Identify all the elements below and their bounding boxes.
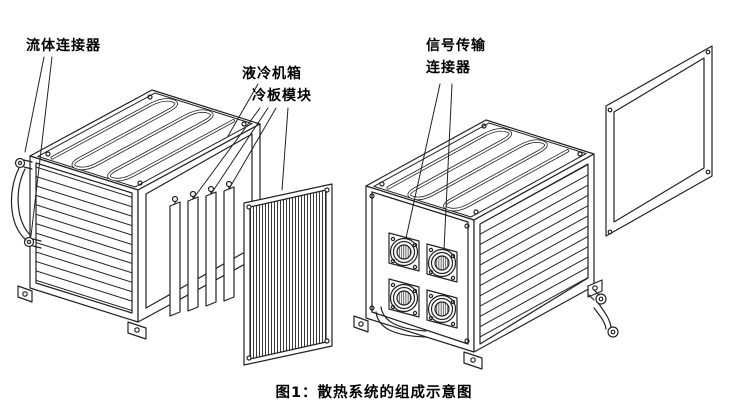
leader-chassis: [227, 83, 259, 137]
signal-connector-label: 信号传输 连接器: [426, 38, 486, 76]
serpentine-coil-right: [374, 123, 586, 217]
screw-icon: [147, 94, 153, 100]
leader-lines: [24, 56, 453, 251]
circular-connector: [388, 278, 420, 318]
circular-connector: [426, 289, 458, 329]
leader-cold-plate-4: [281, 107, 289, 191]
coolant-tube-right: [375, 306, 427, 338]
chassis-label: 液冷机箱: [242, 66, 302, 82]
serpentine-coil-left: [38, 93, 252, 187]
cold-plate: [169, 195, 181, 317]
coolant-tube: [10, 167, 27, 241]
leader-fluid-connector-1: [24, 56, 45, 153]
screw-icon: [45, 151, 51, 157]
cold-plate-label: 冷板模块: [252, 88, 312, 104]
cold-plate: [205, 185, 217, 307]
leader-cold-plate-3: [228, 107, 277, 190]
rear-cover-panel: [605, 45, 713, 237]
screw-icon: [241, 121, 247, 127]
cold-plate: [187, 190, 199, 312]
fluid-connector-stubs: [10, 157, 42, 249]
leader-fluid-connector-2: [30, 56, 53, 237]
circular-connector: [426, 243, 458, 283]
side-fluid-stubs: [588, 289, 619, 338]
mounting-feet-right: [353, 279, 603, 370]
cold-plate-modules: [169, 180, 333, 366]
signal-connectors: [388, 232, 458, 329]
right-chassis: [353, 120, 619, 370]
screw-icon: [137, 180, 143, 186]
fluid-connector-label: 流体连接器: [26, 38, 101, 54]
leader-cold-plate-1: [192, 107, 261, 200]
leader-signal-2: [443, 83, 453, 251]
finned-cold-plate: [243, 183, 333, 366]
figure-caption: 图1：散热系统的组成示意图: [275, 385, 473, 401]
leader-signal-1: [405, 83, 441, 239]
circular-connector: [388, 232, 420, 272]
leader-cold-plate-2: [210, 107, 269, 195]
cold-plate: [223, 180, 235, 302]
